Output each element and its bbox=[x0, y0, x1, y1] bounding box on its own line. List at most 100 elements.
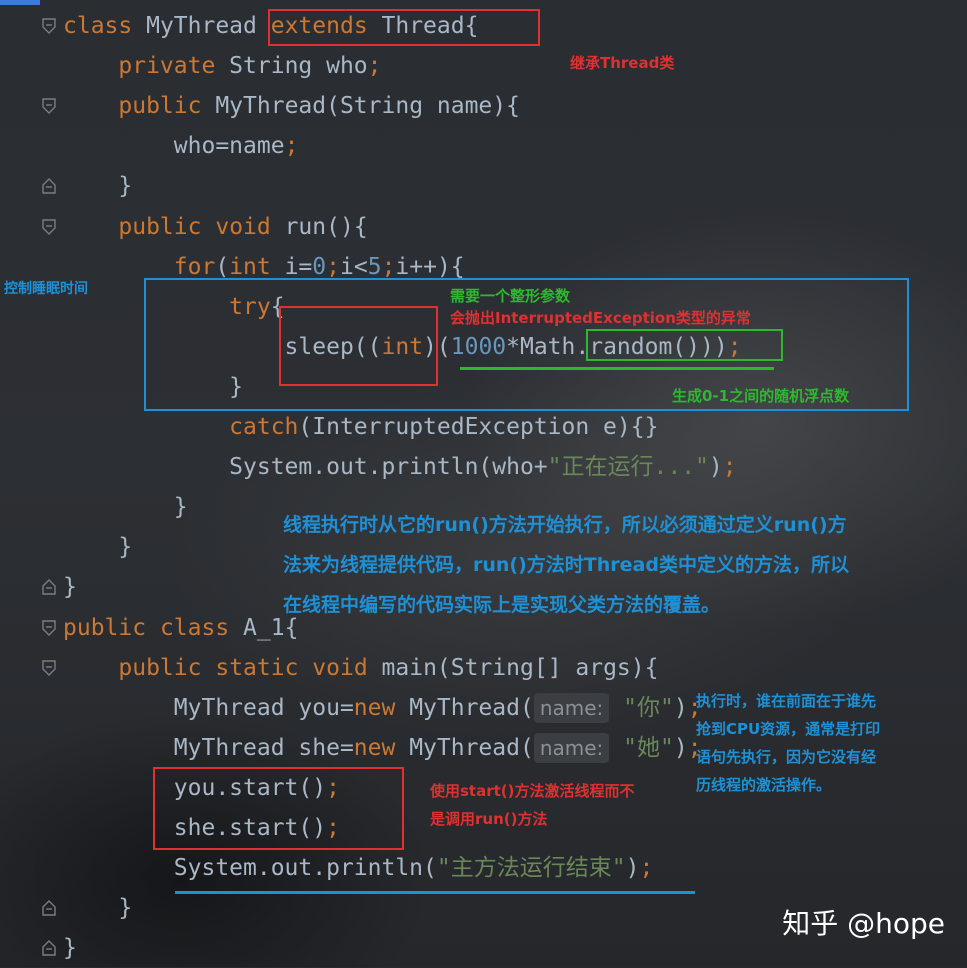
code-token: ) bbox=[708, 454, 723, 481]
code-token: *Math.random())) bbox=[506, 333, 728, 360]
code-token bbox=[63, 254, 174, 280]
fold-collapse-icon[interactable] bbox=[42, 218, 56, 235]
fold-collapse-icon[interactable] bbox=[42, 18, 56, 34]
code-token: 5 bbox=[367, 253, 382, 280]
code-token: MyThread you= bbox=[63, 694, 354, 721]
start-calls-highlight-box bbox=[153, 767, 404, 850]
code-line: } bbox=[63, 166, 132, 206]
code-token: "主方法运行结束" bbox=[436, 855, 626, 882]
code-line: System.out.println("主方法运行结束"); bbox=[63, 848, 654, 888]
code-token: "她" bbox=[623, 734, 674, 761]
code-line: } bbox=[63, 367, 243, 407]
code-token: "正在运行..." bbox=[547, 454, 709, 481]
code-token: you.start() bbox=[63, 774, 327, 801]
code-token: public bbox=[118, 213, 202, 240]
code-token: } bbox=[63, 534, 133, 561]
throws-note: 会抛出InterruptedException类型的异常 bbox=[450, 309, 751, 327]
code-token: ) bbox=[673, 694, 688, 721]
code-line: MyThread she=new MyThread(name: "她"); bbox=[63, 728, 702, 768]
code-line: she.start(); bbox=[63, 808, 340, 848]
code-token: class bbox=[63, 13, 133, 39]
code-token: MyThread she= bbox=[63, 734, 354, 761]
random-note: 生成0-1之间的随机浮点数 bbox=[672, 387, 850, 405]
int-param-note: 需要一个整形参数 bbox=[450, 287, 571, 305]
fold-end-icon[interactable] bbox=[42, 940, 56, 956]
zhihu-watermark: 知乎 @hope bbox=[782, 907, 945, 940]
code-token: extends bbox=[270, 13, 368, 39]
code-token: 0 bbox=[312, 253, 327, 280]
code-token bbox=[201, 214, 215, 240]
exec-order-line-4: 历线程的激活操作。 bbox=[696, 776, 832, 794]
code-token: ; bbox=[284, 133, 299, 160]
code-line: System.out.println(who+"正在运行..."); bbox=[63, 447, 737, 487]
code-token: ; bbox=[722, 454, 737, 481]
code-token: ) bbox=[673, 734, 688, 761]
run-explain-line-2: 法来为线程提供代码，run()方法时Thread类中定义的方法，所以 bbox=[283, 554, 849, 576]
code-token: void bbox=[215, 213, 271, 240]
code-line: } bbox=[63, 527, 132, 567]
code-line: you.start(); bbox=[63, 768, 340, 808]
code-line: class MyThread extends Thread{ bbox=[63, 6, 478, 46]
code-token: for bbox=[173, 253, 216, 280]
code-token: i= bbox=[270, 253, 313, 280]
extends-highlight-box bbox=[268, 9, 540, 46]
code-token bbox=[63, 93, 118, 119]
sleep-int-highlight-box bbox=[279, 306, 438, 386]
code-token: new bbox=[353, 694, 396, 721]
fold-collapse-icon[interactable] bbox=[42, 98, 56, 115]
code-token: private bbox=[118, 53, 216, 80]
exec-order-line-1: 执行时，谁在前面在于谁先 bbox=[696, 692, 877, 710]
sleep-control-note: 控制睡眠时间 bbox=[4, 281, 88, 297]
exec-order-line-3: 语句先执行，因为它没有经 bbox=[696, 748, 877, 766]
code-token: System.out.println( bbox=[63, 855, 437, 882]
code-token bbox=[609, 695, 623, 721]
code-token: } bbox=[63, 574, 77, 601]
code-token: i< bbox=[340, 253, 368, 280]
code-token bbox=[298, 655, 312, 681]
random-highlight-box bbox=[586, 329, 783, 361]
code-token: void bbox=[312, 654, 368, 681]
code-token: } bbox=[63, 373, 244, 400]
code-token bbox=[63, 414, 229, 440]
code-line: public class A_1{ bbox=[63, 608, 298, 648]
fold-end-icon[interactable] bbox=[42, 178, 56, 195]
println-underline bbox=[175, 891, 695, 894]
code-token: } bbox=[63, 935, 77, 962]
code-line: } bbox=[63, 928, 77, 968]
code-line: catch(InterruptedException e){} bbox=[63, 407, 658, 447]
code-token: (InterruptedException e){} bbox=[298, 414, 659, 440]
code-token: MyThread(String name){ bbox=[201, 93, 520, 120]
code-token: i++){ bbox=[395, 253, 465, 280]
code-line: public void run(){ bbox=[63, 207, 368, 247]
code-token: ; bbox=[326, 774, 340, 801]
code-token: catch bbox=[229, 414, 299, 440]
code-line: try{ bbox=[63, 287, 284, 327]
fold-collapse-icon[interactable] bbox=[42, 619, 56, 636]
param-hint: name: bbox=[533, 693, 610, 724]
code-token: MyThread( bbox=[395, 694, 534, 721]
run-explain-line-3: 在线程中编写的代码实际上是实现父类方法的覆盖。 bbox=[283, 594, 721, 616]
extends-note: 继承Thread类 bbox=[570, 54, 675, 72]
code-token: ; bbox=[727, 333, 742, 360]
run-explain-line-1: 线程执行时从它的run()方法开始执行，所以必须通过定义run()方 bbox=[283, 514, 847, 536]
code-line: who=name; bbox=[63, 126, 299, 166]
code-token: A_1{ bbox=[229, 614, 299, 641]
fold-end-icon[interactable] bbox=[42, 579, 56, 596]
code-token: run(){ bbox=[270, 213, 368, 240]
code-line: } bbox=[63, 567, 77, 607]
param-hint: name: bbox=[533, 733, 610, 764]
code-token: int bbox=[229, 253, 271, 280]
code-line: public static void main(String[] args){ bbox=[63, 648, 658, 688]
code-token: Thread{ bbox=[367, 13, 479, 39]
code-token: ; bbox=[381, 253, 396, 280]
editor-tab-indicator bbox=[0, 0, 40, 5]
code-token: ; bbox=[326, 815, 340, 841]
code-token: main(String[] args){ bbox=[367, 654, 659, 681]
code-token: String who bbox=[215, 53, 368, 80]
fold-end-icon[interactable] bbox=[42, 900, 56, 916]
code-token: } bbox=[63, 494, 188, 521]
start-note-line-1: 使用start()方法激活线程而不 bbox=[430, 782, 635, 800]
fold-collapse-icon[interactable] bbox=[42, 659, 56, 676]
code-token: MyThread bbox=[132, 13, 271, 39]
